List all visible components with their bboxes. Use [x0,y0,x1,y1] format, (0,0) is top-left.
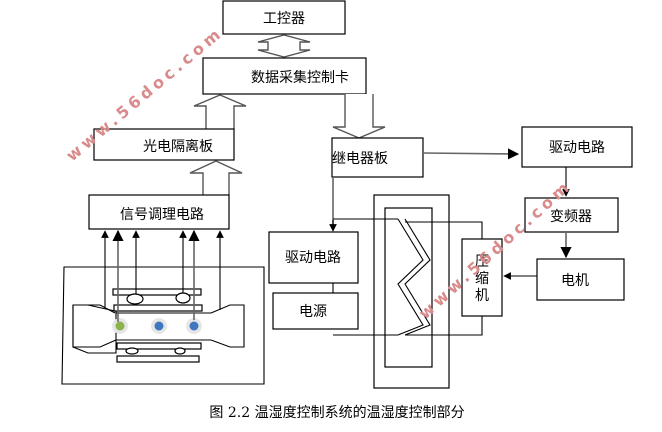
drive-circuit-left-label: 驱动电路 [285,250,341,266]
ipc-label: 工控器 [263,11,305,27]
heat-exchanger-unit [333,194,483,389]
motor-box: 电机 [536,258,625,301]
power-supply-label: 电源 [299,304,327,320]
drive-circuit-left-box: 驱动电路 [268,231,359,284]
sensor-blue-1 [154,321,164,331]
hollow-arrow-signal-to-isolation [189,160,243,195]
daq-card-label: 数据采集控制卡 [251,69,349,86]
test-chamber [61,266,265,385]
compressor-label-3: 机 [475,288,489,304]
compressor-label-1: 压 [475,254,489,270]
drive-circuit-right-box: 驱动电路 [521,126,633,168]
signal-conditioning-box: 信号调理电路 [88,194,230,230]
power-supply-box: 电源 [272,292,359,330]
optical-isolation-box: 光电隔离板 [93,128,235,161]
motor-label: 电机 [561,273,589,289]
sensor-blue-2 [189,321,199,331]
bidirectional-arrow-ipc-daq [257,34,311,58]
drive-circuit-right-label: 驱动电路 [549,140,605,156]
hollow-arrow-isolation-to-daq [193,94,247,129]
signal-conditioning-label: 信号调理电路 [120,207,204,223]
relay-board-box: 继电器板 [331,137,424,178]
optical-isolation-label: 光电隔离板 [143,138,213,155]
inverter-box: 变频器 [524,197,619,233]
sensor-green [115,321,125,331]
compressor-box: 压 缩 机 [461,238,503,317]
compressor-label-2: 缩 [475,271,489,287]
daq-card-box: 数据采集控制卡 [202,57,367,95]
relay-board-label: 继电器板 [332,151,388,167]
inverter-label: 变频器 [550,209,592,225]
ipc-box: 工控器 [222,0,346,35]
hollow-arrow-daq-to-relay [332,94,386,139]
arrow-relay-to-drive-right [422,148,520,160]
figure-caption: 图 2.2 温湿度控制系统的温湿度控制部分 [209,405,464,421]
sensor-signal-arrows [101,229,224,322]
